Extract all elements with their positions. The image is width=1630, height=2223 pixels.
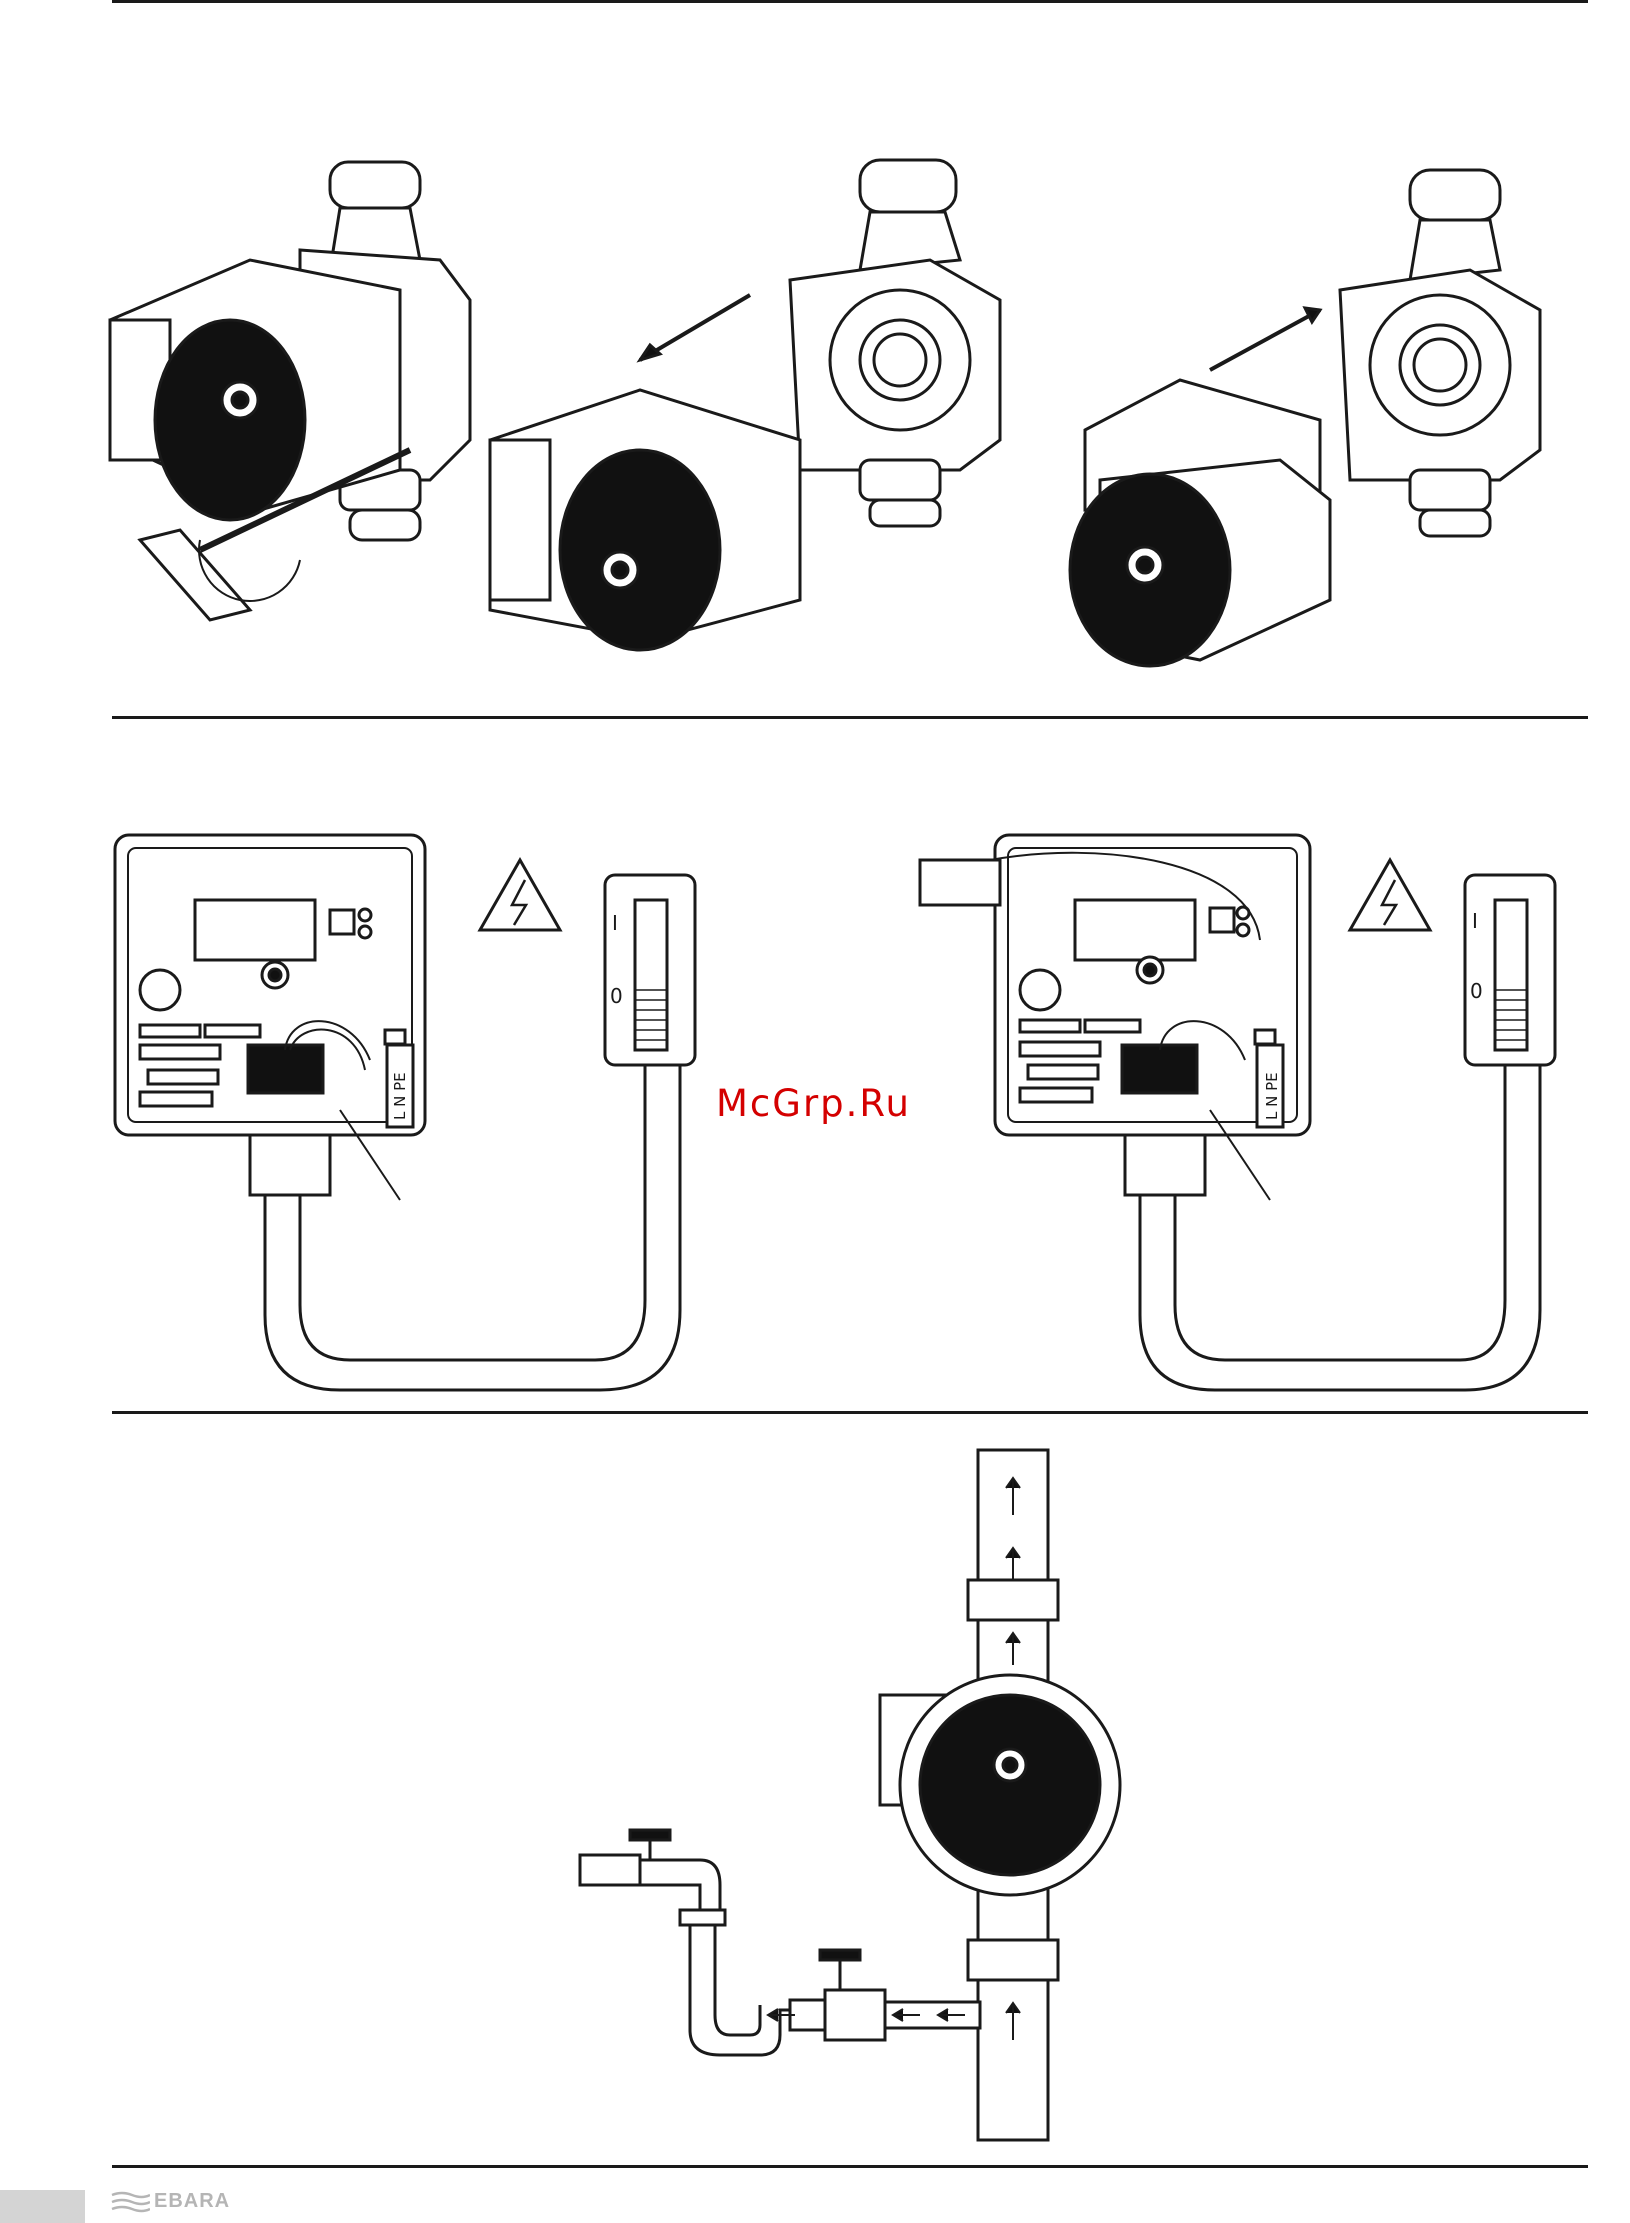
page-tab: [0, 2190, 85, 2223]
switch-on-label-left: I: [612, 911, 618, 935]
terminal-box-right: [920, 835, 1310, 1200]
section-rule-1: [112, 716, 1588, 719]
hazard-triangle-right: [1350, 860, 1430, 930]
disassembly-illustration: [0, 140, 1630, 680]
watermark: McGrp.Ru: [716, 1082, 911, 1125]
hazard-triangle-left: [480, 860, 560, 930]
brand-mark-icon: [110, 2191, 150, 2213]
terminal-label-right: L N PE: [1263, 1072, 1281, 1120]
valve-body: [825, 1990, 885, 2040]
terminal-box-left: [115, 835, 425, 1200]
brand-logo: EBARA: [110, 2190, 230, 2213]
brand-name: EBARA: [154, 2190, 230, 2213]
switch-off-label-left: 0: [610, 984, 623, 1008]
pump-separated: [490, 160, 1000, 650]
switch-on-label-right: I: [1472, 909, 1478, 933]
drain-tap: [580, 1830, 725, 1925]
pump-assembled: [110, 162, 470, 620]
top-rule: [112, 0, 1588, 3]
terminal-label-left: L N PE: [391, 1072, 409, 1120]
section-rule-3: [112, 2165, 1588, 2168]
switch-off-label-right: 0: [1470, 979, 1483, 1003]
pump-reassembly: [1070, 170, 1540, 666]
installation-illustration: [0, 1440, 1630, 2160]
section-rule-2: [112, 1411, 1588, 1414]
